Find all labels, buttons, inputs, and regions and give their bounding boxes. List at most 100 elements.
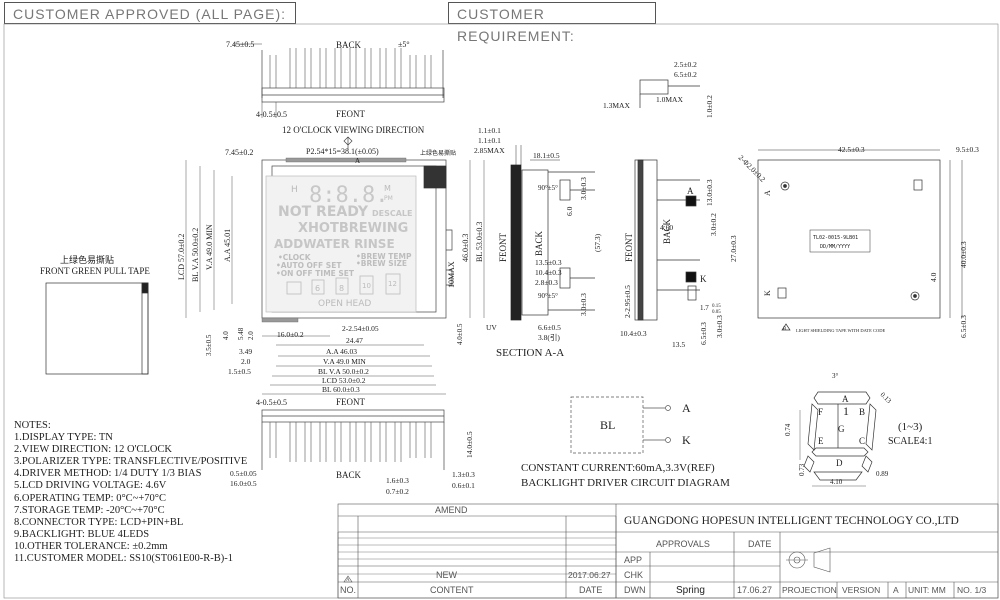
tb-date-val: 2017.06.27 — [568, 570, 611, 580]
note-item: 4.DRIVER METHOD: 1/4 DUTY 1/3 BIAS — [14, 468, 202, 480]
sec-dim-6: 6.0 — [565, 206, 574, 216]
bottom-dim-06: 0.6±0.1 — [452, 481, 475, 490]
top-pin-dim: 4-0.5±0.5 — [256, 110, 287, 119]
lcd-xhot: XHOTBREWING — [298, 221, 408, 236]
tb-unit: UNIT: MM — [908, 585, 946, 595]
top-angle-dim: ±5° — [398, 40, 410, 49]
top-dim-left: 7.45±0.5 — [226, 40, 254, 49]
back-hole-dim: 2-Φ2.0±0.2 — [737, 153, 768, 184]
seg-range: (1~3) — [898, 421, 923, 433]
lcd-cup-icon-5 — [385, 273, 401, 295]
sec-dim-4: 18.1±0.5 — [533, 151, 560, 160]
sec-uv: UV — [486, 323, 497, 332]
circuit-k: K — [682, 433, 691, 447]
lcd-on-off-time: •ON OFF TIME SET — [276, 269, 355, 278]
bottom-front-label: FEONT — [336, 397, 366, 407]
lcd-not-ready: NOT READY — [278, 204, 369, 220]
side-dim-13: 13.0±0.3 — [705, 179, 714, 206]
bottom-pin-dim: 4-0.5±0.5 — [256, 398, 287, 407]
circuit-line2: BACKLIGHT DRIVER CIRCUIT DIAGRAM — [521, 477, 730, 489]
side-dim-2: 6.5±0.2 — [674, 70, 697, 79]
tb-dwn: DWN — [624, 585, 646, 595]
side-view — [634, 79, 700, 321]
sec-dim-r1: 3.0±0.3 — [579, 177, 588, 200]
lcd-digits: 8:8.8. — [309, 183, 388, 208]
section-title: SECTION A-A — [496, 347, 564, 359]
side-dim-015: 0.15 — [712, 304, 721, 309]
seg-letter-d: D — [836, 458, 843, 468]
front-dim-blva-w: BL V.A 50.0±0.2 — [318, 367, 369, 376]
bottom-dim-07: 0.7±0.2 — [386, 487, 409, 496]
seg-dim-013: 0.13 — [879, 391, 894, 406]
front-dim-548: 5.48 — [237, 327, 245, 340]
lcd-cup-icon-2 — [311, 279, 325, 295]
sec-dim-2: 1.1±0.1 — [478, 136, 501, 145]
lcd-auto-off: •AUTO OFF SET — [276, 261, 342, 270]
notes-block: NOTES: 1.DISPLAY TYPE: TN 2.VIEW DIRECTI… — [14, 420, 247, 565]
front-dim-20: 2.0 — [247, 331, 255, 340]
back-dim-4: 4.0 — [929, 272, 938, 282]
customer-approved-label: CUSTOMER APPROVED (ALL PAGE): — [13, 6, 287, 22]
bottom-dim-05: 0.5±0.05 — [230, 469, 257, 478]
seg-dim-074: 0.74 — [784, 423, 792, 436]
tb-company: GUANGDONG HOPESUN INTELLIGENT TECHNOLOGY… — [624, 515, 959, 527]
sec-dim-b2: 3.8(引) — [538, 333, 560, 342]
note-item: 9.BACKLIGHT: BLUE 4LEDS — [14, 528, 150, 540]
sec-dim-3: 2.85MAX — [474, 146, 505, 155]
seg-letter-f: F — [818, 407, 823, 417]
tb-dwn-date: 17.06.27 — [737, 585, 772, 595]
bottom-view — [261, 409, 445, 470]
front-dim-va-w: V.A 49.0 MIN — [323, 357, 366, 366]
side-dim-135: 13.5 — [672, 340, 685, 349]
tb-chk: CHK — [624, 570, 643, 580]
seg-letter-g: G — [838, 424, 845, 434]
notes-title: NOTES: — [14, 420, 51, 431]
front-dim-bl-w: BL 60.0±0.3 — [322, 385, 360, 394]
note-item: 6.OPERATING TEMP: 0°C~+70°C — [14, 492, 166, 504]
tb-content-val: NEW — [436, 570, 458, 580]
front-dim-blva-h: BL V.A 50.0±0.2 — [191, 228, 200, 282]
sec-dim-m1: 13.5±0.3 — [535, 258, 562, 267]
note-item: 5.LCD DRIVING VOLTAGE: 4.6V — [14, 480, 167, 492]
back-label-line2: DD/MM/YYYY — [820, 244, 850, 250]
section-view — [510, 145, 595, 321]
front-dim-right-1: 46.0±0.3 — [461, 234, 470, 262]
lcd-cup-icon-1 — [286, 281, 302, 295]
note-item: 11.CUSTOMER MODEL: SS10(ST061E00-R-B)-1 — [14, 553, 234, 565]
side-dim-3: 1.3MAX — [603, 101, 630, 110]
side-dim-27: 27.0±0.3 — [729, 235, 738, 262]
tb-amend: AMEND — [435, 505, 468, 515]
back-dim-65: 6.5±0.3 — [959, 315, 968, 338]
back-marker-b: B — [783, 327, 787, 332]
front-tape-label-cn: 上绿色易撕贴 — [420, 149, 456, 157]
tb-app: APP — [624, 555, 642, 565]
lcd-brew-size: •BREW SIZE — [356, 259, 407, 268]
note-item: 8.CONNECTOR TYPE: LCD+PIN+BL — [14, 516, 184, 528]
side-dim-3b: 3.0±0.3 — [715, 315, 724, 338]
front-pitch-dim: P2.54*15=38.1(±0.05) — [306, 147, 379, 156]
sec-dim-1: 1.1±0.1 — [478, 126, 501, 135]
back-dim-425: 42.5±0.3 — [838, 145, 865, 154]
front-dim-aa-h: A.A 45.01 — [223, 229, 232, 262]
bottom-dim-14: 14.0±0.5 — [465, 431, 474, 458]
side-dim-4: 1.0MAX — [656, 95, 683, 104]
lcd-addwater: ADDWATER RINSE — [274, 237, 395, 251]
seg-letter-b: B — [859, 407, 865, 417]
sec-back-label: BACK — [534, 230, 544, 256]
pull-tape-en: FRONT GREEN PULL TAPE — [40, 266, 150, 276]
back-marker-a: A — [763, 190, 772, 196]
tb-version: VERSION — [842, 585, 880, 595]
seg-dim-073: 0.73 — [798, 463, 806, 476]
lcd-h: H — [291, 185, 298, 195]
lcd-size-6: 6 — [315, 284, 320, 293]
pull-tape-cn: 上绿色易撕贴 — [60, 254, 114, 265]
front-dim-10max: 10MAX — [447, 261, 456, 288]
back-view — [757, 149, 963, 331]
sec-dim-m3: 2.8±0.3 — [535, 278, 558, 287]
side-front-label: FEONT — [624, 232, 634, 262]
front-dim-40: 4.0 — [222, 331, 230, 340]
side-label-a: A — [687, 186, 694, 196]
tb-no: NO. — [340, 585, 356, 595]
viewing-direction-label: 12 O'CLOCK VIEWING DIRECTION — [282, 125, 425, 135]
back-shield-tape: LIGHT SHIELDING TAPE WITH DATE CODE — [796, 328, 886, 333]
